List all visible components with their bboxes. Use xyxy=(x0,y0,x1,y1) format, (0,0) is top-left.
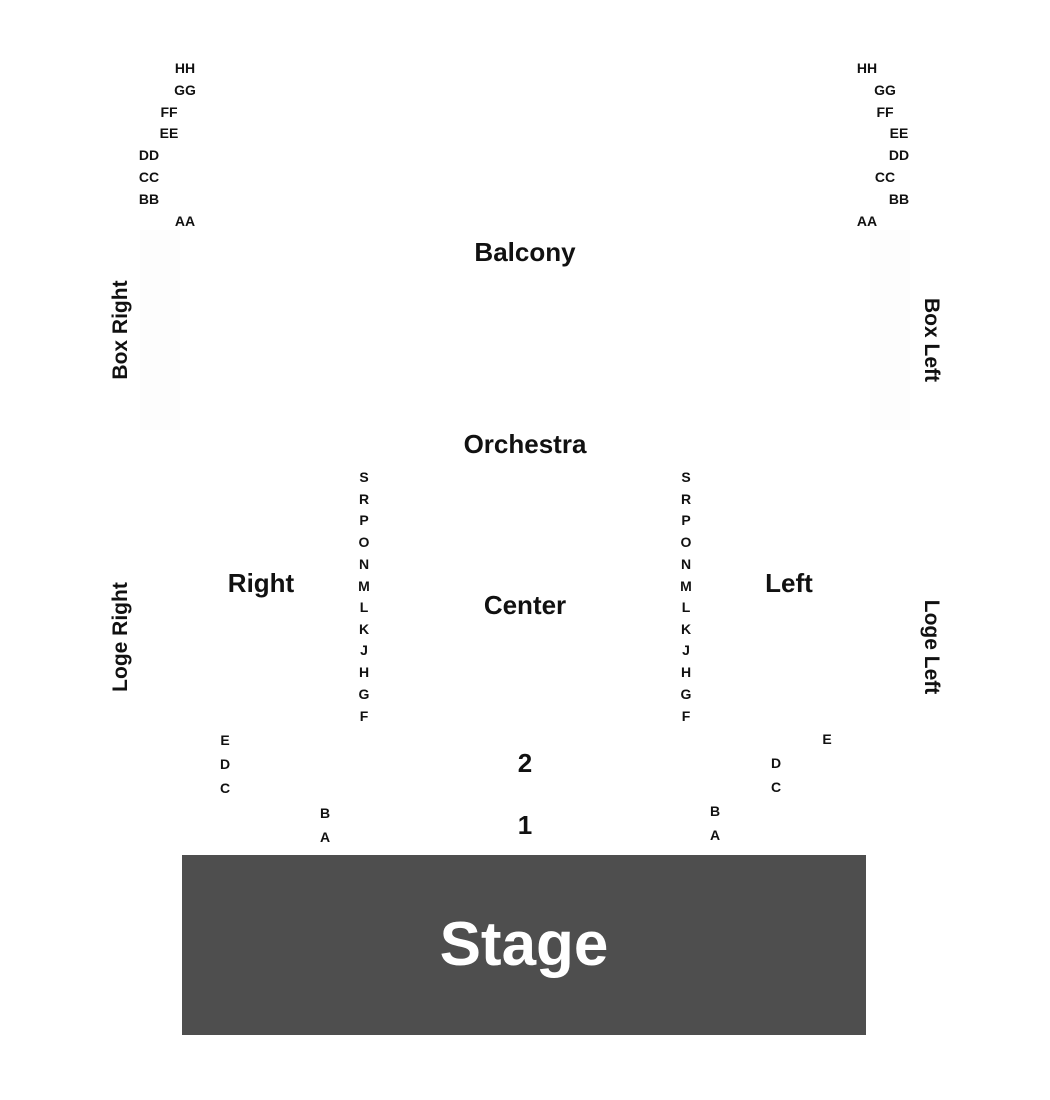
orchestra-row-label: S xyxy=(681,469,691,485)
box-right-area xyxy=(140,230,180,430)
loge-right-label: Loge Right xyxy=(109,582,132,692)
box-left-area xyxy=(870,230,910,430)
orchestra-row-label: S xyxy=(359,469,369,485)
orchestra-row-label: F xyxy=(359,708,369,724)
balcony-row-label: CC xyxy=(874,169,896,185)
center-row-label: 2 xyxy=(517,748,533,778)
balcony-row-label: DD xyxy=(888,147,910,163)
front-row-label: A xyxy=(709,827,721,843)
orchestra-row-label: L xyxy=(359,599,369,615)
orchestra-row-label: P xyxy=(681,512,691,528)
front-row-label: A xyxy=(319,829,331,845)
left-section-label: Left xyxy=(765,568,813,598)
box-left-label: Box Left xyxy=(920,298,943,382)
orchestra-row-label: N xyxy=(358,556,370,572)
front-row-label: C xyxy=(219,780,231,796)
orchestra-row-label: N xyxy=(680,556,692,572)
orchestra-label: Orchestra xyxy=(463,429,587,459)
center-row-label: 1 xyxy=(517,810,533,840)
balcony-row-label: CC xyxy=(138,169,160,185)
balcony-row-label: HH xyxy=(174,60,196,76)
balcony-label: Balcony xyxy=(474,237,576,267)
orchestra-row-label: P xyxy=(359,512,369,528)
box-right-label: Box Right xyxy=(109,280,132,380)
front-row-label: B xyxy=(709,803,721,819)
orchestra-row-label: J xyxy=(360,642,368,658)
orchestra-row-label: G xyxy=(680,686,692,702)
orchestra-row-label: H xyxy=(680,664,692,680)
front-row-label: E xyxy=(220,732,230,748)
balcony-row-label: DD xyxy=(138,147,160,163)
orchestra-row-label: J xyxy=(682,642,690,658)
balcony-row-label: GG xyxy=(174,82,196,98)
front-row-label: E xyxy=(822,731,832,747)
balcony-row-label: FF xyxy=(160,104,178,120)
orchestra-row-label: R xyxy=(680,491,692,507)
orchestra-row-label: R xyxy=(358,491,370,507)
front-row-label: D xyxy=(770,755,782,771)
orchestra-row-label: F xyxy=(681,708,691,724)
stage-label: Stage xyxy=(439,910,609,979)
orchestra-row-label: K xyxy=(680,621,692,637)
balcony-row-label: BB xyxy=(138,191,160,207)
loge-left-label: Loge Left xyxy=(920,599,943,695)
balcony-row-label: AA xyxy=(856,213,878,229)
orchestra-row-label: M xyxy=(358,578,370,594)
orchestra-row-label: O xyxy=(358,534,370,550)
balcony-row-label: EE xyxy=(159,125,179,141)
balcony-row-label: AA xyxy=(174,213,196,229)
balcony-row-label: FF xyxy=(876,104,894,120)
orchestra-row-label: M xyxy=(680,578,692,594)
stage: Stage xyxy=(182,855,866,1035)
front-row-label: C xyxy=(770,779,782,795)
orchestra-row-label: K xyxy=(358,621,370,637)
orchestra-row-label: G xyxy=(358,686,370,702)
right-section-label: Right xyxy=(227,568,295,598)
balcony-row-label: EE xyxy=(889,125,909,141)
front-row-label: B xyxy=(319,805,331,821)
orchestra-row-label: H xyxy=(358,664,370,680)
orchestra-row-label: L xyxy=(681,599,691,615)
balcony-row-label: GG xyxy=(874,82,896,98)
orchestra-row-label: O xyxy=(680,534,692,550)
front-row-label: D xyxy=(219,756,231,772)
balcony-row-label: HH xyxy=(856,60,878,76)
balcony-row-label: BB xyxy=(888,191,910,207)
center-section-label: Center xyxy=(483,590,567,620)
